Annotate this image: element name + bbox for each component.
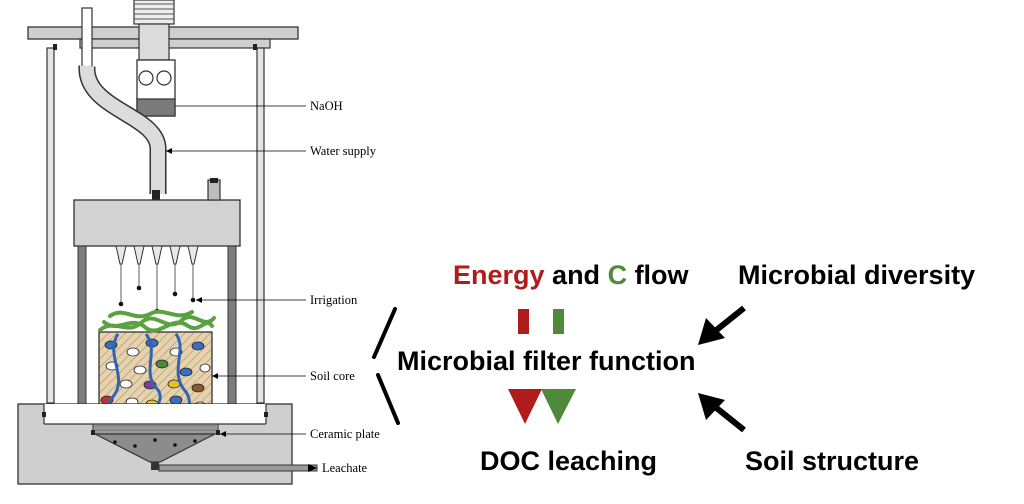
energy-output-arrow xyxy=(508,389,542,424)
left-rod xyxy=(46,47,55,404)
c-text: C xyxy=(608,260,628,290)
flow-text: flow xyxy=(627,260,689,290)
doc-leaching-text: DOC leaching xyxy=(480,446,657,476)
microbial-filter-function-text: Microbial filter function xyxy=(397,346,696,376)
energy-c-flow-heading: Energy and C flow xyxy=(453,260,690,290)
label-ceramic-plate: Ceramic plate xyxy=(310,427,380,441)
energy-input-bar xyxy=(518,309,529,334)
water-supply-tube xyxy=(78,7,167,200)
concept-diagram: Energy and C flow Microbial diversity Mi… xyxy=(397,260,975,476)
ceramic-plate xyxy=(92,423,219,435)
right-rod xyxy=(256,47,265,404)
structure-arrow xyxy=(712,403,746,433)
root-mat xyxy=(98,309,216,333)
microbial-diversity-text: Microbial diversity xyxy=(738,260,975,290)
carbon-output-arrow xyxy=(541,389,576,424)
naoh-trap xyxy=(133,0,176,117)
irrigation-head xyxy=(73,178,241,247)
and-text: and xyxy=(545,260,608,290)
label-naoh: NaOH xyxy=(310,99,343,113)
carbon-input-bar xyxy=(553,309,564,334)
base xyxy=(17,403,318,485)
label-leachate: Leachate xyxy=(322,461,368,475)
apparatus-labels: NaOH Water supply Irrigation Soil core C… xyxy=(166,99,380,475)
label-irrigation: Irrigation xyxy=(310,293,358,307)
apparatus xyxy=(17,0,318,485)
bracket xyxy=(372,307,400,425)
energy-text: Energy xyxy=(453,260,545,290)
soil-structure-text: Soil structure xyxy=(745,446,919,476)
label-soil-core: Soil core xyxy=(310,369,355,383)
label-water-supply: Water supply xyxy=(310,144,377,158)
diversity-arrow xyxy=(712,305,746,335)
irrigation-nozzles xyxy=(115,245,199,314)
